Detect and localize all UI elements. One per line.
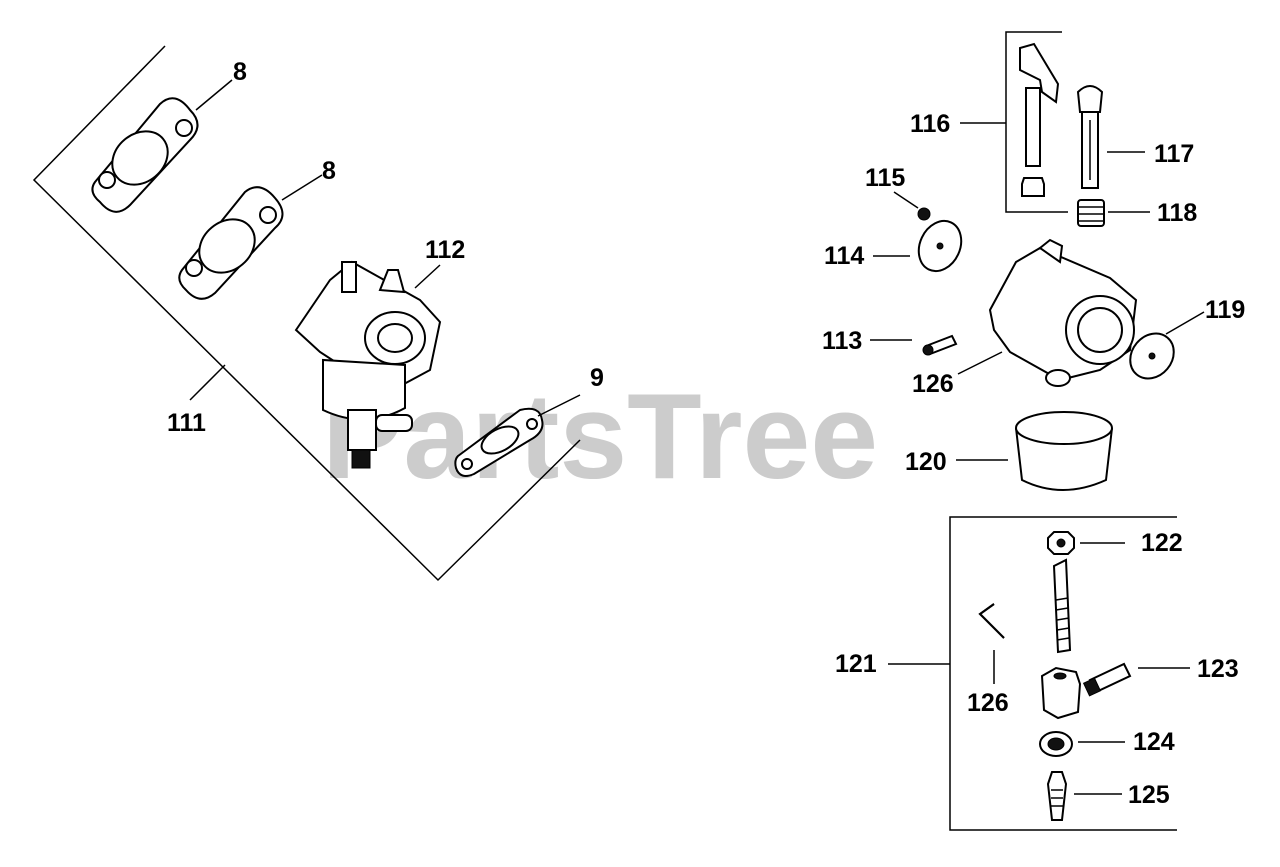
carburetor-assembly-112[interactable] <box>294 260 442 469</box>
leader-8-lower <box>281 174 323 201</box>
label-117: 117 <box>1154 140 1194 168</box>
label-8-lower: 8 <box>322 157 336 185</box>
label-116: 116 <box>910 110 950 138</box>
leader-8-upper <box>195 79 233 111</box>
kit-121-bracket <box>888 516 1177 831</box>
throttle-plate-114[interactable] <box>911 214 969 278</box>
screw-113[interactable] <box>922 334 958 356</box>
choke-plate-119[interactable] <box>1121 325 1182 387</box>
kit-111-bracket <box>32 45 581 582</box>
leader-112 <box>414 264 441 289</box>
label-112: 112 <box>425 236 465 264</box>
kit-116-bracket <box>960 31 1068 213</box>
leader-9 <box>537 394 581 417</box>
spring-118[interactable] <box>1077 199 1105 227</box>
needle-125[interactable] <box>1046 771 1068 821</box>
throttle-shaft-117[interactable] <box>1076 85 1104 189</box>
label-126-top: 126 <box>912 370 954 398</box>
label-9: 9 <box>590 364 604 392</box>
screw-115[interactable] <box>917 207 931 221</box>
label-113: 113 <box>822 327 862 355</box>
l-wire-126[interactable] <box>978 603 1005 639</box>
label-8-upper: 8 <box>233 58 247 86</box>
leader-119 <box>1165 311 1205 335</box>
label-121: 121 <box>835 650 877 678</box>
gasket-9[interactable] <box>454 407 544 477</box>
label-115: 115 <box>865 164 905 192</box>
leader-115 <box>893 191 919 209</box>
label-125: 125 <box>1128 781 1170 809</box>
label-120: 120 <box>905 448 947 476</box>
label-124: 124 <box>1133 728 1175 756</box>
label-122: 122 <box>1141 529 1183 557</box>
jet-holder-hex[interactable] <box>1040 666 1082 720</box>
gasket-8-lower[interactable] <box>178 186 284 300</box>
float-bowl-120[interactable] <box>1015 411 1113 491</box>
label-119: 119 <box>1205 296 1245 324</box>
spring-124[interactable] <box>1039 731 1073 757</box>
carburetor-body-126[interactable] <box>988 238 1138 387</box>
label-111: 111 <box>167 409 206 437</box>
leader-126-top <box>957 351 1003 375</box>
choke-shaft-116[interactable] <box>1019 42 1060 197</box>
main-jet-shaft[interactable] <box>1052 558 1072 654</box>
label-126-bottom: 126 <box>967 689 1009 717</box>
label-114: 114 <box>824 242 864 270</box>
label-123: 123 <box>1197 655 1239 683</box>
gasket-8-upper[interactable] <box>91 97 199 213</box>
nut-122[interactable] <box>1047 531 1075 555</box>
watermark-text: PartsTree <box>322 368 878 504</box>
label-118: 118 <box>1157 199 1197 227</box>
idle-jet-123[interactable] <box>1082 662 1132 697</box>
